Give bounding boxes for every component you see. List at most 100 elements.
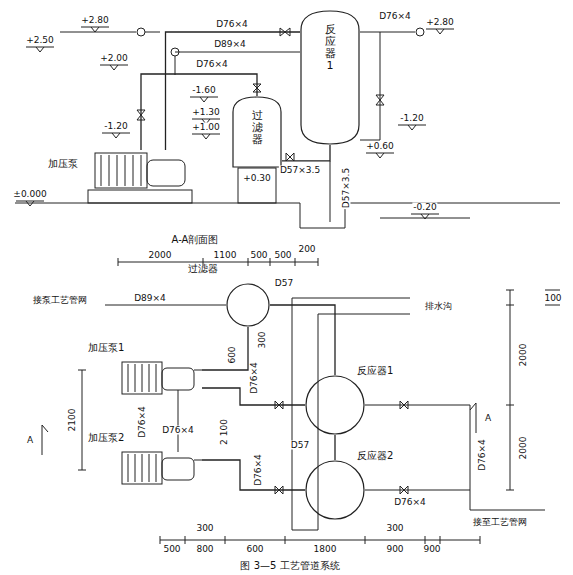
tank-outline: 反应器1 <box>300 10 360 145</box>
node-label: 加压泵2 <box>88 432 124 443</box>
dimension-text: 800 <box>195 545 214 554</box>
level-triangle <box>110 65 118 70</box>
pump-body <box>162 368 194 390</box>
level-line <box>102 133 130 134</box>
level-line <box>16 201 44 202</box>
dimension-text: +2.80 <box>425 18 455 27</box>
circle-outline <box>227 284 269 326</box>
level-triangle <box>376 153 384 158</box>
dimension-text: 500 <box>249 251 268 260</box>
fin <box>101 155 102 186</box>
dimension-text: D89×4 <box>133 294 167 303</box>
dimension-text: -0.20 <box>412 203 437 212</box>
level-line <box>100 65 128 66</box>
fin <box>117 155 118 186</box>
dimension-text: 300 <box>195 524 214 533</box>
level-triangle <box>421 214 429 219</box>
dimension-text: 100 <box>543 294 562 303</box>
nozzle <box>171 48 179 56</box>
fin <box>128 454 129 482</box>
pipe <box>175 52 300 75</box>
level-line <box>411 214 439 215</box>
shape-outline <box>305 460 365 520</box>
level-line <box>366 153 394 154</box>
dimension-line <box>506 290 560 490</box>
dimension-text: ±0.000 <box>12 190 47 199</box>
node-label: 加压泵1 <box>88 342 124 353</box>
tank-outline <box>233 97 281 167</box>
shape-outline <box>305 375 365 435</box>
dimension-text: +1.30 <box>191 108 221 117</box>
level-triangle <box>36 47 44 52</box>
level-line <box>426 29 454 30</box>
dimension-text: D76×4 <box>478 438 487 472</box>
fin <box>156 364 157 392</box>
vessel-circle: 过滤器 <box>226 283 270 327</box>
part-name: 接至工艺管网 <box>472 518 528 527</box>
node-label: 反应器1 <box>357 365 393 376</box>
dimension-text: D76×4 <box>138 405 147 439</box>
motor <box>122 362 162 394</box>
level-triangle <box>436 29 444 34</box>
tank-outline: 过滤器 <box>232 96 282 168</box>
dimension-text: 2100 <box>68 408 77 433</box>
pump-base <box>88 190 192 203</box>
drain-trench <box>292 298 410 530</box>
pump-body <box>162 458 194 480</box>
valve <box>275 401 408 494</box>
dimension-text: 2000 <box>519 343 528 368</box>
dimension-text: D76×4 <box>195 60 229 69</box>
part-name: 接泵工艺管网 <box>32 296 88 305</box>
fin <box>128 364 129 392</box>
dimension-text: 600 <box>245 545 264 554</box>
dimension-text: 500 <box>162 545 181 554</box>
nozzle <box>416 28 424 36</box>
vessel-outline <box>301 11 359 144</box>
section-mark <box>42 403 476 455</box>
node-label: 加压泵 <box>48 158 78 169</box>
dimension-text: 1800 <box>313 545 338 554</box>
pipe-connector <box>270 305 335 375</box>
pump-unit: 加压泵2 <box>118 448 202 488</box>
dimension-text: 500 <box>273 251 292 260</box>
dimension-text: +0.30 <box>242 174 272 183</box>
fin <box>149 364 150 392</box>
vessel-circle: 反应器1 <box>305 375 365 435</box>
dimension-text: 2000 <box>519 436 528 461</box>
level-line <box>192 119 220 120</box>
dimension-text: D57 <box>290 441 310 450</box>
circle-outline <box>306 376 364 434</box>
node-label: 过滤器 <box>188 263 218 274</box>
circle-outline <box>306 461 364 519</box>
dimension-text: D89×4 <box>213 40 247 49</box>
level-triangle <box>91 27 99 32</box>
pump-unit: 加压泵 <box>92 150 190 190</box>
pipe <box>330 161 331 222</box>
pipe <box>105 305 226 306</box>
dimension-text: 600 <box>228 345 237 364</box>
dimension-text: 200 <box>297 245 316 254</box>
dimension-text: +2.00 <box>99 54 129 63</box>
motor <box>95 153 147 188</box>
dimension-text: 300 <box>258 330 267 349</box>
shape-outline <box>226 283 270 327</box>
caption: 图 3—5 工艺管道系统 <box>240 559 339 573</box>
nozzle <box>137 28 145 36</box>
motor-fins <box>101 155 141 186</box>
dimension-text: 2000 <box>148 251 173 260</box>
level-triangle <box>202 134 210 139</box>
dimension-text: +0.60 <box>365 142 395 151</box>
filter-base <box>238 168 276 203</box>
fin <box>142 364 143 392</box>
dimension-text: 1100 <box>213 251 238 260</box>
level-line <box>192 134 220 135</box>
level-triangle <box>200 97 208 102</box>
dimension-text: 900 <box>385 545 404 554</box>
drain-pit <box>300 203 345 228</box>
level-line <box>81 27 109 28</box>
motor-fins <box>128 364 156 482</box>
dimension-text: +1.00 <box>191 123 221 132</box>
dimension-text: D76×4 <box>393 498 427 507</box>
fin <box>135 364 136 392</box>
